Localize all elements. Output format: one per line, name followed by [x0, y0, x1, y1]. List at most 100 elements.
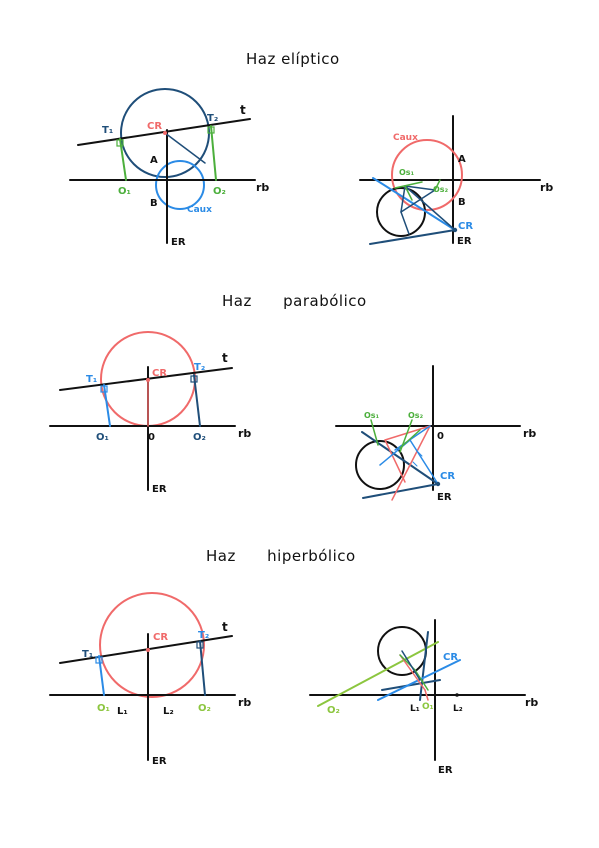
tangent-a: [361, 431, 439, 485]
point-cr: [146, 648, 150, 652]
tangent-line: [59, 367, 233, 391]
label-t1: T₁: [82, 649, 93, 660]
perp-o2: [199, 640, 206, 696]
label-cr: CR: [147, 121, 162, 132]
green-2: [404, 185, 413, 201]
label-os2: Os₂: [408, 411, 424, 420]
label-b: B: [150, 198, 158, 209]
label-rb: rb: [540, 181, 553, 194]
label-er: ER: [457, 236, 472, 247]
label-cr: CR: [440, 471, 455, 482]
label-t: t: [240, 103, 246, 117]
hiperbolico-left-diagram: t T₁ T₂ CR O₁ O₂ L₁ L₂ rb ER: [49, 592, 251, 767]
red-2: [384, 439, 406, 483]
label-o1: O₁: [118, 186, 131, 197]
green-2: [414, 669, 429, 691]
green-3: [399, 429, 421, 449]
right-angle-t2: [207, 126, 215, 134]
label-l2: L₂: [163, 706, 174, 717]
center-radius: [164, 132, 206, 164]
tangent-b: [362, 483, 439, 499]
title-hiperbolico-a: Haz: [206, 547, 236, 565]
green-1: [394, 181, 423, 189]
hiperbolico-right-diagram: O₂ L₁ O₁ L₂ CR rb ER: [309, 619, 538, 776]
red-2: [424, 689, 429, 701]
label-er: ER: [171, 237, 186, 248]
cr-line: [377, 659, 461, 701]
point-cr: [146, 378, 150, 382]
parabolico-right-diagram: Os₁ Os₂ 0 CR rb ER: [335, 365, 536, 503]
label-o1: O₁: [96, 432, 109, 443]
label-o: 0: [437, 431, 444, 442]
blue-3: [409, 439, 439, 485]
label-t: t: [222, 351, 228, 365]
title-parabolico-b: parabólico: [283, 292, 367, 310]
label-l1: L₁: [410, 704, 420, 714]
label-o2: O₂: [198, 703, 211, 714]
label-o: 0: [148, 432, 155, 443]
caux-circle: [155, 160, 205, 210]
label-o2: O₂: [327, 705, 340, 716]
eliptico-right-diagram: Caux A B Os₁ Os₂ CR rb ER: [359, 115, 553, 247]
label-t1: T₁: [102, 125, 113, 136]
right-angle-t1: [95, 656, 103, 664]
tangent-b: [369, 229, 456, 245]
label-rb: rb: [238, 696, 251, 709]
label-er: ER: [152, 484, 167, 495]
title-eliptico-a: Haz: [246, 50, 276, 68]
label-os1: Os₁: [364, 411, 380, 420]
right-angle-t2: [190, 375, 198, 383]
caux-circle: [391, 139, 463, 211]
label-t2: T₂: [198, 630, 209, 641]
navy-construct: [401, 650, 421, 681]
label-er: ER: [437, 492, 452, 503]
label-t1: T₁: [86, 374, 97, 385]
label-rb: rb: [523, 427, 536, 440]
construct-1: [400, 185, 406, 213]
label-a: A: [150, 155, 158, 166]
right-angle-t1: [100, 385, 108, 393]
main-circle: [99, 592, 205, 698]
point-cr: [163, 131, 167, 135]
title-eliptico: Haz elíptico: [246, 50, 340, 68]
label-cr: CR: [153, 632, 168, 643]
right-angle-t2: [196, 641, 204, 649]
blue-2: [394, 425, 431, 451]
label-rb: rb: [256, 181, 269, 194]
label-o1: O₁: [97, 703, 110, 714]
label-cr: CR: [443, 652, 458, 663]
green-1: [370, 419, 379, 446]
construct-5: [400, 211, 410, 235]
title-parabolico: Haz parabólico: [222, 292, 367, 310]
long-green-line: [317, 641, 439, 707]
base-circle: [355, 440, 405, 490]
label-cr: CR: [152, 368, 167, 379]
label-t2: T₂: [207, 113, 218, 124]
label-a: A: [458, 154, 466, 165]
title-parabolico-a: Haz: [222, 292, 252, 310]
label-b: B: [458, 197, 466, 208]
point-l2: [455, 693, 459, 697]
label-caux: Caux: [187, 205, 212, 215]
label-t2: T₂: [194, 362, 205, 373]
label-o2: O₂: [213, 186, 226, 197]
parabolico-left-diagram: t T₁ T₂ CR 0 O₁ O₂ rb ER: [49, 331, 251, 495]
tangent-a: [419, 631, 429, 701]
label-er: ER: [438, 765, 453, 776]
label-cr: CR: [458, 221, 473, 232]
label-rb: rb: [238, 427, 251, 440]
label-er: ER: [152, 756, 167, 767]
label-t: t: [222, 620, 228, 634]
label-os1: Os₁: [399, 168, 415, 177]
label-rb: rb: [525, 696, 538, 709]
point-cr: [452, 227, 458, 233]
label-o2: O₂: [193, 432, 206, 443]
construct-3: [400, 189, 436, 213]
perp-o2: [210, 125, 217, 181]
red-1: [399, 654, 426, 691]
perp-o2: [193, 374, 201, 427]
construct-2: [404, 185, 436, 191]
label-caux: Caux: [393, 133, 418, 143]
